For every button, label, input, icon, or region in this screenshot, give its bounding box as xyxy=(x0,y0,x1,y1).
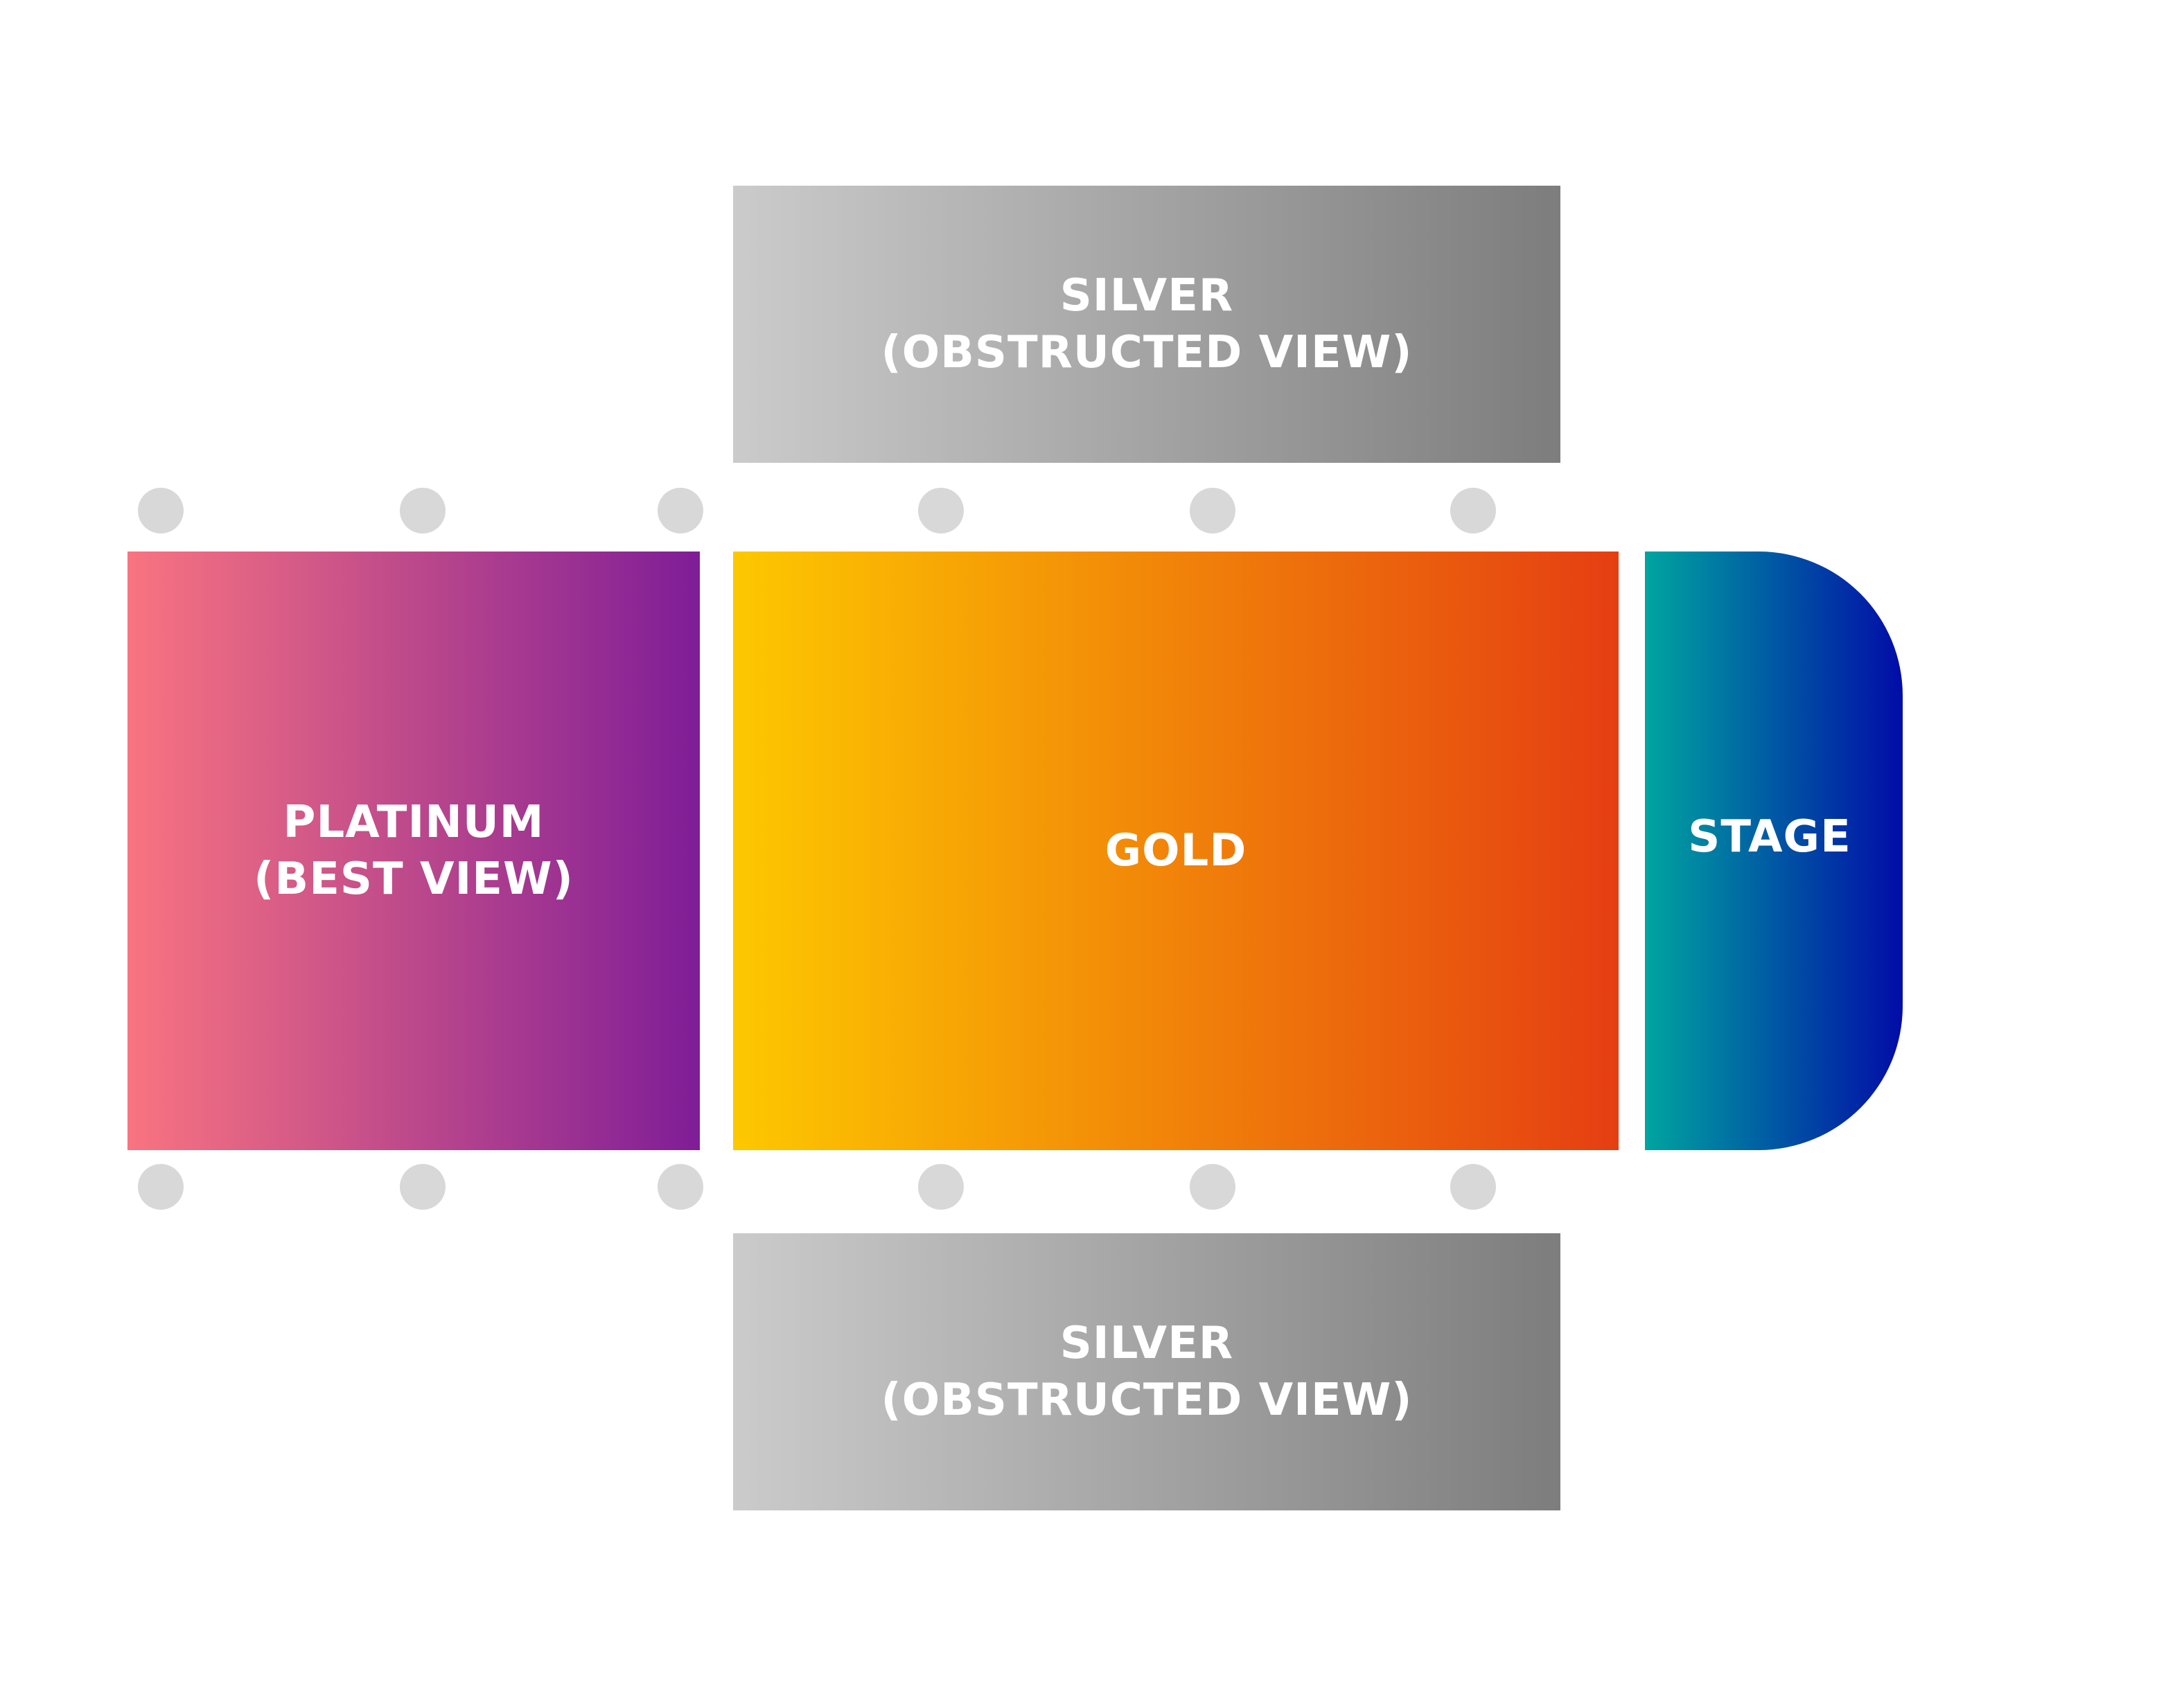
silver-section-bottom[interactable]: SILVER (OBSTRUCTED VIEW) xyxy=(733,1233,1560,1510)
platinum-subtitle: (BEST VIEW) xyxy=(254,854,574,905)
pillar-marker xyxy=(1190,488,1235,533)
gold-section[interactable]: GOLD xyxy=(733,552,1619,1150)
pillar-marker xyxy=(138,1164,184,1210)
gold-label: GOLD xyxy=(1105,822,1247,879)
pillar-marker xyxy=(658,488,703,533)
pillar-marker xyxy=(918,488,964,533)
platinum-title: PLATINUM xyxy=(283,797,545,848)
pillar-marker xyxy=(400,1164,446,1210)
stage-title: STAGE xyxy=(1688,811,1851,863)
pillar-marker xyxy=(138,488,184,533)
silver-top-title: SILVER xyxy=(1059,270,1234,321)
silver-bottom-label: SILVER (OBSTRUCTED VIEW) xyxy=(881,1315,1412,1429)
pillar-marker xyxy=(1190,1164,1235,1210)
pillar-marker xyxy=(658,1164,703,1210)
silver-top-label: SILVER (OBSTRUCTED VIEW) xyxy=(881,267,1412,381)
pillar-marker xyxy=(400,488,446,533)
stage-label: STAGE xyxy=(1688,809,1851,865)
gold-title: GOLD xyxy=(1104,825,1247,876)
stage-area[interactable]: STAGE xyxy=(1645,552,1903,1150)
pillar-marker xyxy=(1450,1164,1496,1210)
platinum-label: PLATINUM (BEST VIEW) xyxy=(254,794,574,908)
silver-section-top[interactable]: SILVER (OBSTRUCTED VIEW) xyxy=(733,186,1560,463)
pillar-marker xyxy=(1450,488,1496,533)
silver-top-subtitle: (OBSTRUCTED VIEW) xyxy=(881,327,1413,378)
silver-bottom-title: SILVER xyxy=(1059,1318,1234,1369)
platinum-section[interactable]: PLATINUM (BEST VIEW) xyxy=(127,552,700,1150)
pillar-marker xyxy=(918,1164,964,1210)
silver-bottom-subtitle: (OBSTRUCTED VIEW) xyxy=(881,1375,1413,1426)
